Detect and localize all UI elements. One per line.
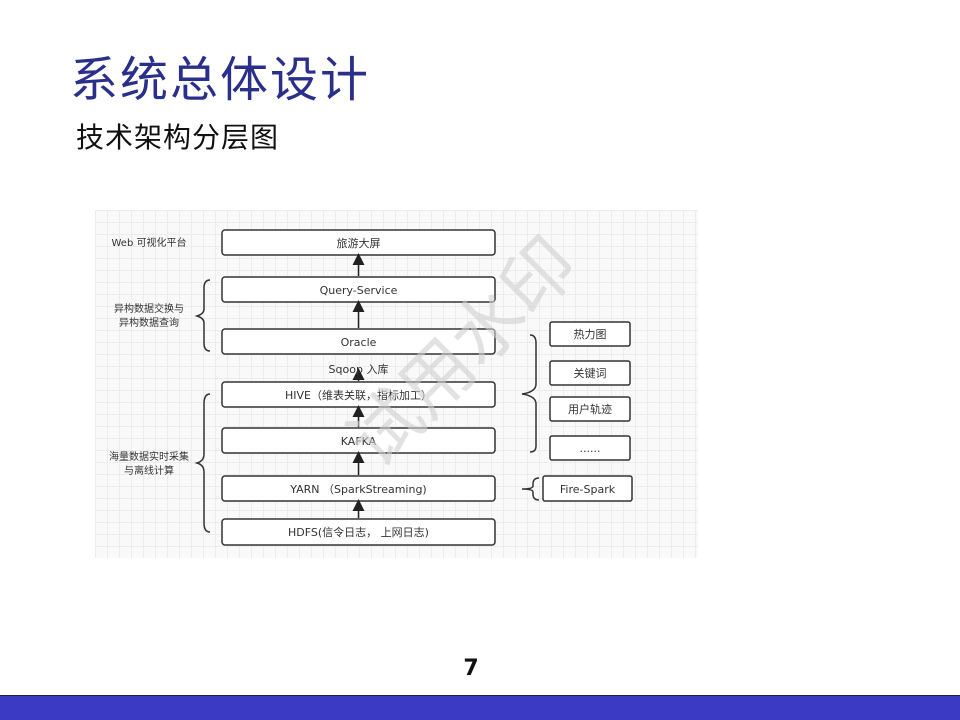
left-brace (194, 279, 211, 352)
layer-1: Query-Service (221, 276, 496, 303)
layer-label: YARN （SparkStreaming) (289, 483, 426, 496)
group-label: 异构数据交换与 (114, 302, 184, 315)
architecture-diagram: 旅游大屏 Query-Service Oracle HIVE（维表关联，指标加工… (95, 210, 698, 558)
side-item-3: ...... (549, 435, 631, 461)
footer-bar (0, 695, 960, 720)
layer-label: KAFKA (341, 435, 377, 448)
layer-2: Oracle (221, 328, 496, 355)
side-item-label: 用户轨迹 (568, 402, 612, 416)
page-number: 7 (463, 656, 479, 681)
side-item-label: Fire-Spark (560, 483, 616, 496)
group-label: 海量数据实时采集 (109, 450, 189, 463)
side-item-label: 热力图 (574, 328, 607, 341)
right-brace (521, 477, 540, 501)
layer-label: Query-Service (320, 284, 398, 297)
side-item-label: ...... (580, 442, 601, 455)
layer-6: HDFS(信令日志， 上网日志) (221, 518, 496, 546)
layer-5: YARN （SparkStreaming) (221, 475, 496, 502)
group-label: 异构数据查询 (119, 316, 179, 329)
side-item-label: 关键词 (574, 366, 607, 380)
layer-0: 旅游大屏 (221, 229, 496, 256)
side-item-2: 用户轨迹 (549, 396, 631, 422)
side-item-fire-spark: Fire-Spark (542, 475, 633, 502)
architecture-svg: 旅游大屏 Query-Service Oracle HIVE（维表关联，指标加工… (109, 221, 633, 546)
group-label: 与离线计算 (124, 464, 174, 477)
slide-subtitle: 技术架构分层图 (76, 121, 280, 154)
layer-label: Oracle (341, 336, 377, 349)
slide-title: 系统总体设计 (70, 52, 371, 108)
layer-label: 旅游大屏 (337, 236, 381, 250)
right-brace (521, 334, 537, 453)
left-brace (194, 393, 211, 533)
group-label: Web 可视化平台 (112, 236, 187, 249)
layer-label: HIVE（维表关联，指标加工） (285, 388, 432, 402)
sqoop-label: Sqoop 入库 (329, 363, 389, 376)
layer-label: HDFS(信令日志， 上网日志) (288, 525, 429, 539)
side-item-1: 关键词 (549, 360, 631, 386)
side-item-0: 热力图 (549, 321, 631, 347)
